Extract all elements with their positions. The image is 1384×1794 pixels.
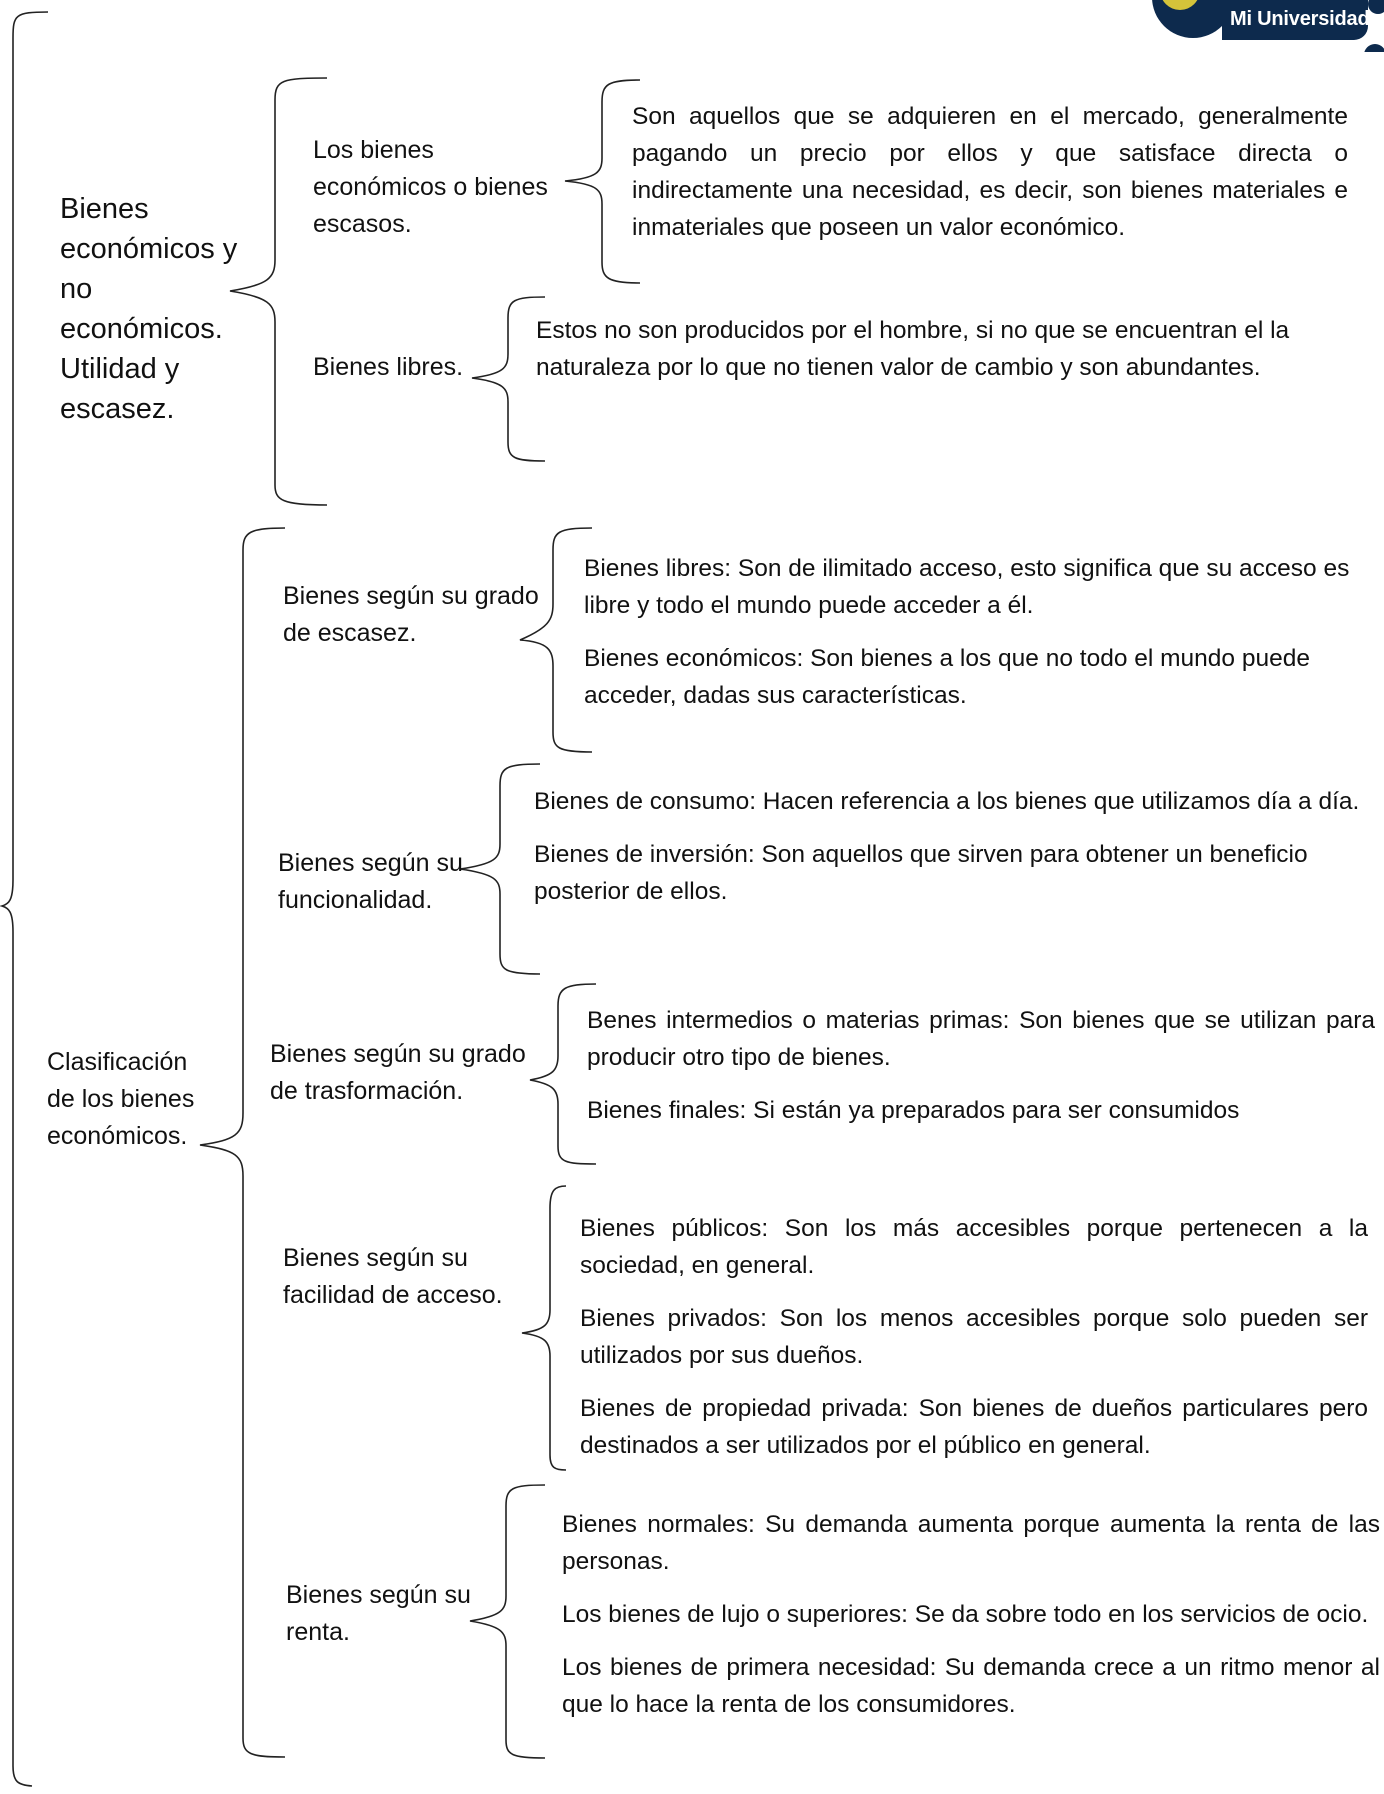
outer-brace — [0, 11, 49, 1787]
list-item: Bienes privados: Son los menos accesible… — [580, 1305, 1368, 1369]
group-desc-bienes-escasos: Son aquellos que se adquieren en el merc… — [632, 103, 1348, 241]
logo-dot-top — [1368, 0, 1384, 14]
group1-brace — [564, 79, 641, 284]
group2-brace — [471, 296, 546, 462]
group4-brace — [459, 763, 541, 975]
list-item: Bienes económicos: Son bienes a los que … — [584, 645, 1310, 709]
group6-brace — [521, 1185, 567, 1471]
group-items-funcionalidad: Bienes de consumo: Hacen referencia a lo… — [534, 783, 1374, 910]
list-item: Los bienes de lujo o superiores: Se da s… — [562, 1601, 1369, 1628]
list-item: Bienes de propiedad privada: Son bienes … — [580, 1395, 1368, 1459]
group5-brace — [529, 983, 597, 1165]
group7-brace — [469, 1484, 546, 1759]
section-title-clasificacion: Clasificación de los bienes económicos. — [47, 1048, 195, 1150]
group-items-trasformacion: Benes intermedios o materias primas: Son… — [587, 1002, 1375, 1129]
group-label-funcionalidad: Bienes según su funcionalidad. — [278, 849, 463, 914]
section2-brace — [199, 527, 286, 1758]
list-item: Bienes de inversión: Son aquellos que si… — [534, 841, 1308, 905]
section1-brace — [229, 77, 328, 506]
group-label-renta: Bienes según su renta. — [286, 1581, 471, 1646]
group-label-escasez: Bienes según su grado de escasez. — [283, 582, 539, 647]
group-items-renta: Bienes normales: Su demanda aumenta porq… — [562, 1506, 1380, 1723]
group-desc-bienes-libres: Estos no son producidos por el hombre, s… — [536, 317, 1290, 381]
logo-text: Mi Universidad — [1230, 8, 1370, 30]
list-item: Bienes normales: Su demanda aumenta porq… — [562, 1511, 1380, 1575]
group3-brace — [519, 527, 593, 753]
logo-mark-accent — [1160, 0, 1200, 10]
list-item: Benes intermedios o materias primas: Son… — [587, 1007, 1375, 1071]
list-item: Bienes finales: Si están ya preparados p… — [587, 1097, 1240, 1124]
list-item: Bienes públicos: Son los más accesibles … — [580, 1215, 1368, 1279]
group-label-trasformacion: Bienes según su grado de trasformación. — [270, 1040, 526, 1105]
group-label-bienes-libres: Bienes libres. — [313, 353, 464, 381]
logo-badge — [1222, 0, 1368, 40]
group-items-escasez: Bienes libres: Son de ilimitado acceso, … — [584, 550, 1364, 714]
logo-dot — [1364, 44, 1384, 52]
list-item: Bienes libres: Son de ilimitado acceso, … — [584, 555, 1350, 619]
section-title-bienes-economicos: Bienes económicos y no económicos. Utili… — [60, 193, 238, 425]
group-label-acceso: Bienes según su facilidad de acceso. — [283, 1244, 503, 1309]
list-item: Bienes de consumo: Hacen referencia a lo… — [534, 788, 1360, 815]
group-label-bienes-escasos: Los bienes económicos o bienes escasos. — [313, 136, 548, 238]
university-logo: Mi Universidad — [1138, 0, 1384, 52]
group-items-acceso: Bienes públicos: Son los más accesibles … — [580, 1210, 1368, 1464]
list-item: Los bienes de primera necesidad: Su dema… — [562, 1654, 1380, 1718]
